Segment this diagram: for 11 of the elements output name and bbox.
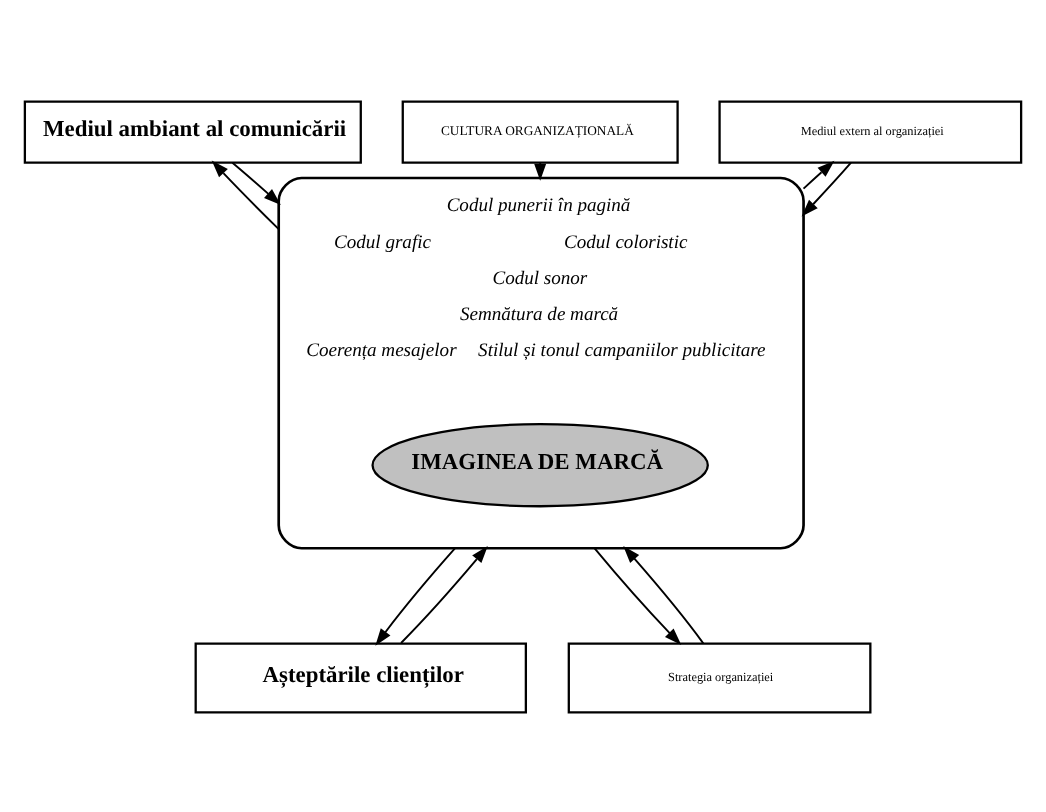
arrow <box>623 545 705 644</box>
arrow <box>231 160 281 204</box>
node-box: Așteptările clienților <box>194 641 527 713</box>
arrow <box>593 546 682 645</box>
arrow <box>801 160 852 216</box>
node-ellipse: IMAGINEA DE MARCĂ <box>371 422 709 507</box>
arrow <box>400 545 488 643</box>
arrow <box>802 159 835 189</box>
arrow <box>211 159 280 230</box>
arrow <box>375 546 457 645</box>
node-box: Mediul ambiant al comunicării <box>23 99 362 163</box>
